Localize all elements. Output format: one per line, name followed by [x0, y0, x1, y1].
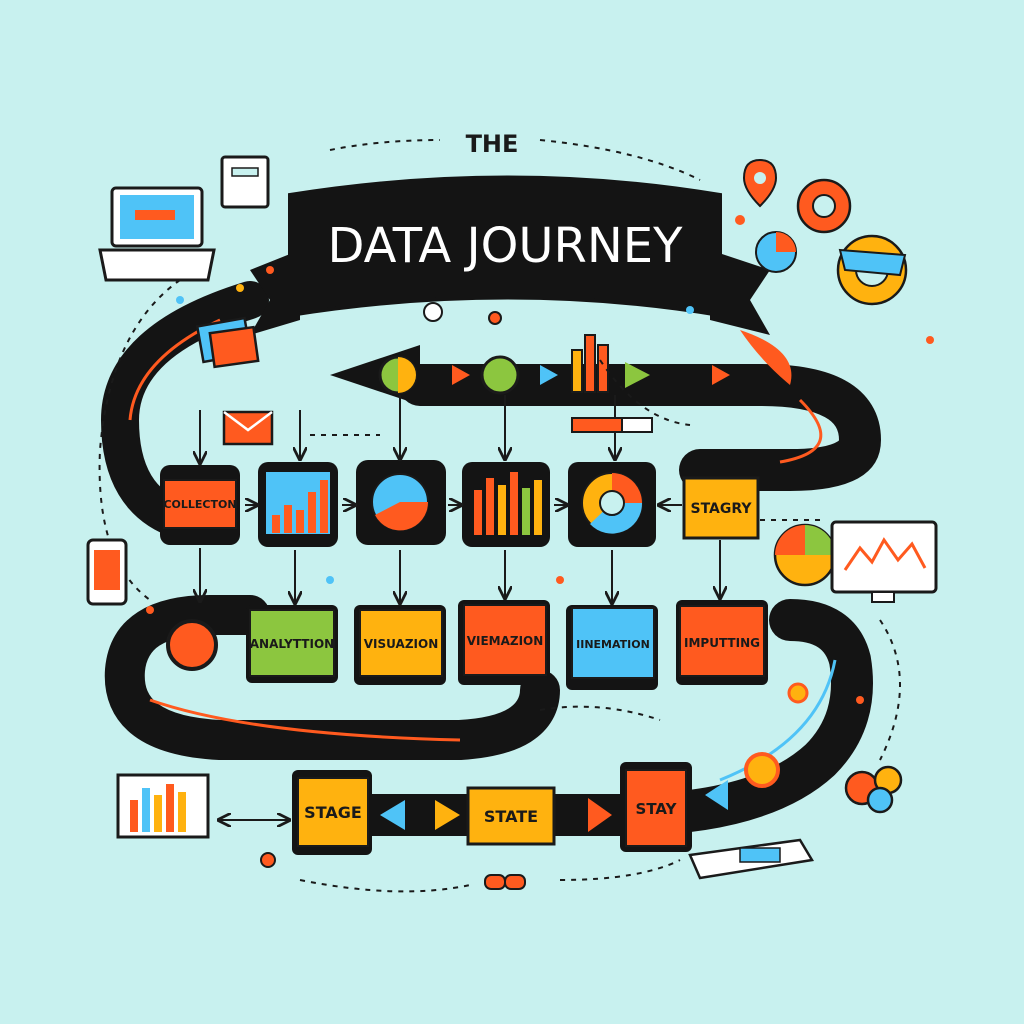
row2-label-inemation: IINEMATION — [576, 638, 650, 651]
title-banner — [250, 175, 770, 335]
row2-label-imputting: IMPUTTING — [684, 636, 760, 650]
pie-chart-icon — [371, 473, 429, 531]
left-arrow-icon — [705, 780, 728, 810]
row2-label-visualization: VISUAZION — [364, 637, 438, 651]
phone-icon — [86, 538, 128, 606]
row2-label-viemazion: VIEMAZION — [467, 634, 544, 648]
row1-pie-chart-box — [356, 460, 446, 545]
folder-icon — [195, 316, 260, 369]
mail-icon — [222, 410, 274, 446]
location-pin-icon — [742, 158, 778, 208]
road-network — [100, 281, 882, 836]
row2-imputting-box: IMPUTTING — [676, 600, 768, 685]
cloud-icon — [844, 765, 903, 814]
bar-chart-icon — [272, 480, 328, 533]
flow-connectors — [200, 395, 720, 820]
bar-chart-icon — [116, 773, 210, 839]
laptop-icon — [98, 186, 216, 282]
row3-label-stay: STAY — [636, 800, 678, 818]
row2-label-analytics: ANALYTTION — [250, 637, 334, 651]
decorative-dots — [146, 215, 934, 868]
row2-viemazion-box: VIEMAZION — [458, 600, 550, 685]
row1-label-collection: COLLECTON — [163, 498, 236, 511]
dashed-connectors — [98, 139, 901, 893]
row1-strategy-box: STAGRY — [682, 476, 760, 540]
row1-donut-chart-box — [568, 462, 656, 547]
row2-inemation-box: IINEMATION — [566, 605, 658, 690]
donut-chart-icon — [581, 472, 643, 534]
row3-label-state: STATE — [484, 807, 538, 826]
row1-column-chart-box — [462, 462, 550, 547]
row2-visualization-box: VISUAZION — [354, 605, 446, 685]
right-arrow-icon — [588, 798, 612, 832]
row3-label-stage: STAGE — [304, 803, 362, 822]
row1-collection-box: COLLECTON — [160, 465, 240, 545]
column-chart-icon — [474, 472, 542, 535]
road-node — [744, 752, 780, 788]
row3-stage-box: STAGE — [292, 770, 372, 855]
row3-stay-box: STAY — [620, 762, 692, 852]
road-start-node — [166, 619, 218, 671]
title-kicker: THE — [466, 130, 519, 158]
row3-state-box: STATE — [466, 786, 556, 846]
pie-chart-icon — [755, 231, 797, 273]
row1-label-strategy: STAGRY — [690, 501, 752, 517]
document-icon — [220, 155, 270, 209]
right-arrow-icon — [435, 800, 460, 830]
link-icon — [484, 874, 526, 890]
row2-analytics-box: ANALYTTION — [246, 605, 338, 683]
server-icon — [688, 838, 815, 880]
gear-icon — [836, 234, 908, 306]
gear-icon — [796, 178, 852, 234]
row1-bar-chart-box — [258, 462, 338, 547]
title-text: DATA JOURNEY — [328, 218, 684, 274]
top-flow-icons — [378, 330, 792, 395]
monitor-icon — [773, 520, 938, 603]
left-arrow-icon — [380, 800, 405, 830]
